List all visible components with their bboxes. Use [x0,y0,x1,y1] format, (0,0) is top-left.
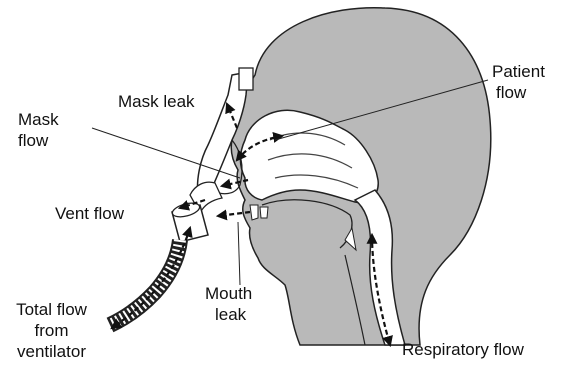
label-mask-leak: Mask leak [118,92,195,112]
label-mouth-leak-line1: Mouth [205,284,252,304]
label-vent-flow: Vent flow [55,204,124,224]
label-mask-flow-line2: flow [18,131,48,151]
label-patient-flow-line1: Patient [492,62,545,82]
ventilator-hose [110,240,180,325]
label-total-flow-line3: ventilator [4,342,99,362]
mask-forehead-pad [239,68,253,90]
label-mask-flow-line1: Mask [18,110,59,130]
label-total-flow-line1: Total flow [4,300,99,320]
label-total-flow-line2: from [4,321,99,341]
label-respiratory-flow: Respiratory flow [402,340,524,360]
label-mouth-leak-line2: leak [215,305,246,325]
label-patient-flow-line2: flow [496,83,526,103]
leader-mouth-leak [238,222,240,285]
